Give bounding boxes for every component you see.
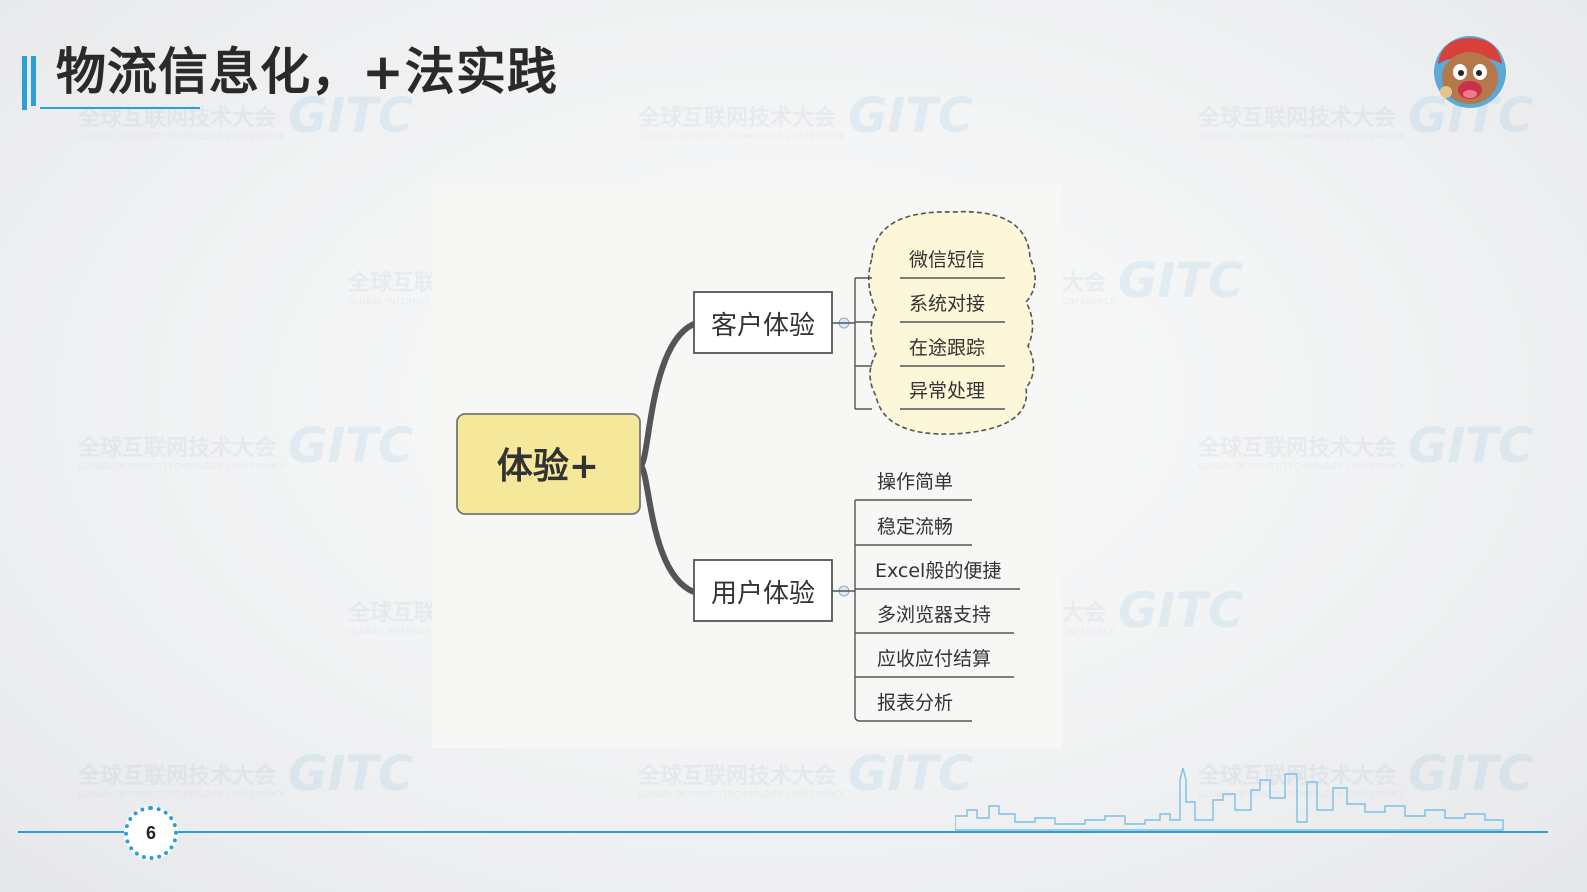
watermark-logo: GITC bbox=[288, 418, 414, 474]
page-number-badge: 6 bbox=[124, 806, 178, 860]
branch-node-user bbox=[693, 559, 833, 622]
user-item: 操作简单 bbox=[877, 471, 953, 493]
watermark-text: 全球互联网技术大会 bbox=[78, 106, 277, 131]
watermark-subtext: GLOBAL INTERNET TECHNOLOGY CONFERENCE bbox=[78, 462, 286, 471]
cartoon-character-icon bbox=[1434, 36, 1506, 108]
mind-map: 体验+ 客户体验 微信短信 系统对接 在途跟踪 异常处理 用户体验 操作简单 bbox=[456, 210, 1036, 722]
customer-item: 异常处理 bbox=[909, 380, 985, 402]
watermark-logo: GITC bbox=[848, 88, 974, 144]
user-item: 稳定流畅 bbox=[877, 516, 953, 538]
watermark-subtext: GLOBAL INTERNET TECHNOLOGY CONFERENCE bbox=[78, 132, 286, 141]
title-accent-bars bbox=[22, 52, 44, 110]
watermark-logo: GITC bbox=[1408, 418, 1534, 474]
watermark-logo: GITC bbox=[288, 746, 414, 802]
watermark-subtext: GLOBAL INTERNET TECHNOLOGY CONFERENCE bbox=[638, 790, 846, 799]
watermark-text: 全球互联网技术大会 bbox=[638, 106, 837, 131]
customer-item: 在途跟踪 bbox=[909, 337, 985, 359]
watermark-logo: GITC bbox=[1118, 583, 1244, 639]
root-node bbox=[456, 413, 641, 515]
watermark-text: 全球互联网技术大会 bbox=[1198, 436, 1397, 461]
user-item: 报表分析 bbox=[877, 692, 953, 714]
footer-line bbox=[18, 831, 1548, 833]
watermark-subtext: GLOBAL INTERNET TECHNOLOGY CONFERENCE bbox=[78, 790, 286, 799]
watermark-text: 全球互联网技术大会 bbox=[78, 764, 277, 789]
customer-item: 系统对接 bbox=[909, 293, 985, 315]
watermark-subtext: GLOBAL INTERNET TECHNOLOGY CONFERENCE bbox=[1198, 462, 1406, 471]
root-node-label: 体验+ bbox=[497, 446, 599, 487]
watermark-subtext: GLOBAL INTERNET TECHNOLOGY CONFERENCE bbox=[1198, 132, 1406, 141]
page-title: 物流信息化，+法实践 bbox=[56, 43, 558, 101]
connector-root-user bbox=[637, 463, 697, 595]
connector-root-customer bbox=[637, 321, 697, 469]
watermark-subtext: GLOBAL INTERNET TECHNOLOGY CONFERENCE bbox=[638, 132, 846, 141]
watermark-text: 全球互联网技术大会 bbox=[1198, 106, 1397, 131]
cloud-shape bbox=[868, 210, 1036, 435]
user-item: 应收应付结算 bbox=[877, 648, 991, 670]
mind-map-panel: 体验+ 客户体验 微信短信 系统对接 在途跟踪 异常处理 用户体验 操作简单 bbox=[432, 184, 1062, 748]
title-underline bbox=[40, 107, 200, 109]
watermark-text: 全球互联网技术大会 bbox=[638, 764, 837, 789]
branch-label-user: 用户体验 bbox=[711, 579, 815, 609]
city-skyline-icon bbox=[955, 767, 1504, 831]
user-item: Excel般的便捷 bbox=[875, 560, 1001, 582]
customer-item: 微信短信 bbox=[909, 249, 985, 271]
branch-node-customer bbox=[693, 291, 833, 354]
page-number: 6 bbox=[145, 822, 156, 843]
watermark-text: 全球互联网技术大会 bbox=[78, 436, 277, 461]
branch-label-customer: 客户体验 bbox=[711, 311, 815, 341]
watermark-logo: GITC bbox=[1118, 253, 1244, 309]
user-item: 多浏览器支持 bbox=[877, 604, 991, 626]
